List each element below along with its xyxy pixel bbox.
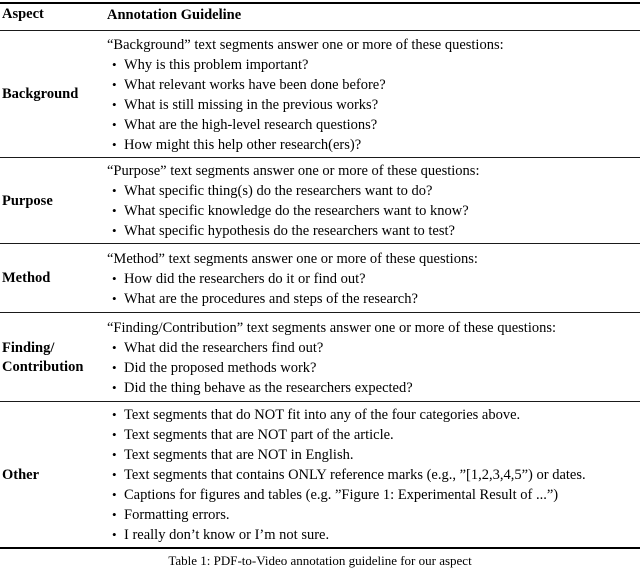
aspect-label-method: Method (2, 270, 51, 286)
row-separator-method (0, 312, 640, 313)
aspect-label-purpose: Purpose (2, 192, 53, 209)
table-header-row: Aspect Annotation Guideline (0, 5, 640, 27)
row-separator-purpose (0, 243, 640, 244)
aspect-label-background: Background (2, 86, 79, 102)
table-row-method: Method “Method” text segments answer one… (0, 245, 640, 312)
list-item: What are the procedures and steps of the… (107, 289, 640, 309)
guideline-bullets-purpose: What specific thing(s) do the researcher… (107, 181, 640, 241)
list-item: Why is this problem important? (107, 55, 640, 75)
guideline-cell-finding-contribution: “Finding/Contribution” text segments ans… (105, 318, 640, 398)
guideline-bullets-other: Text segments that do NOT fit into any o… (107, 405, 640, 545)
header-separator-rule (0, 30, 640, 31)
guideline-bullets-method: How did the researchers do it or find ou… (107, 269, 640, 309)
aspect-label-finding-contribution: Finding/ Contribution (0, 339, 105, 377)
table-top-rule (0, 2, 640, 4)
guideline-cell-other: Text segments that do NOT fit into any o… (105, 405, 640, 545)
list-item: How might this help other research(ers)? (107, 135, 640, 155)
aspect-label-line-2: Contribution (2, 358, 84, 375)
list-item: What specific hypothesis do the research… (107, 221, 640, 241)
row-separator-finding (0, 401, 640, 402)
aspect-label-other: Other (2, 466, 40, 483)
guideline-intro-purpose: “Purpose” text segments answer one or mo… (107, 163, 480, 179)
list-item: I really don’t know or I’m not sure. (107, 525, 640, 545)
guideline-bullets-finding-contribution: What did the researchers find out? Did t… (107, 338, 640, 398)
list-item: What specific thing(s) do the researcher… (107, 181, 640, 201)
guideline-intro-finding-contribution: “Finding/Contribution” text segments ans… (107, 319, 557, 336)
table-row-purpose: Purpose “Purpose” text segments answer o… (0, 159, 640, 243)
list-item: What did the researchers find out? (107, 338, 640, 358)
table-bottom-rule (0, 547, 640, 549)
guideline-intro-method: “Method” text segments answer one or mor… (107, 250, 478, 267)
list-item: Formatting errors. (107, 505, 640, 525)
list-item: Captions for figures and tables (e.g. ”F… (107, 485, 640, 505)
guideline-cell-purpose: “Purpose” text segments answer one or mo… (105, 161, 640, 241)
table-row-background: Background “Background” text segments an… (0, 32, 640, 157)
row-separator-background (0, 157, 640, 158)
list-item: Text segments that contains ONLY referen… (107, 465, 640, 485)
table-caption-clipped: Table 1: PDF-to-Video annotation guideli… (0, 556, 640, 572)
guideline-intro-background: “Background” text segments answer one or… (107, 36, 504, 53)
list-item: Text segments that do NOT fit into any o… (107, 405, 640, 425)
list-item: Did the proposed methods work? (107, 358, 640, 378)
guideline-cell-method: “Method” text segments answer one or mor… (105, 249, 640, 309)
list-item: Did the thing behave as the researchers … (107, 378, 640, 398)
table-row-finding-contribution: Finding/ Contribution “Finding/Contribut… (0, 314, 640, 401)
header-aspect: Aspect (2, 6, 44, 22)
guideline-cell-background: “Background” text segments answer one or… (105, 35, 640, 155)
header-guideline: Annotation Guideline (107, 7, 242, 23)
list-item: Text segments that are NOT part of the a… (107, 425, 640, 445)
list-item: How did the researchers do it or find ou… (107, 269, 640, 289)
guideline-bullets-background: Why is this problem important? What rele… (107, 55, 640, 155)
table-row-other: Other Text segments that do NOT fit into… (0, 403, 640, 547)
aspect-label-line-1: Finding/ (2, 339, 55, 356)
list-item: What is still missing in the previous wo… (107, 95, 640, 115)
list-item: What specific knowledge do the researche… (107, 201, 640, 221)
table-caption-text: Table 1: PDF-to-Video annotation guideli… (168, 556, 472, 568)
list-item: Text segments that are NOT in English. (107, 445, 640, 465)
list-item: What are the high-level research questio… (107, 115, 640, 135)
list-item: What relevant works have been done befor… (107, 75, 640, 95)
